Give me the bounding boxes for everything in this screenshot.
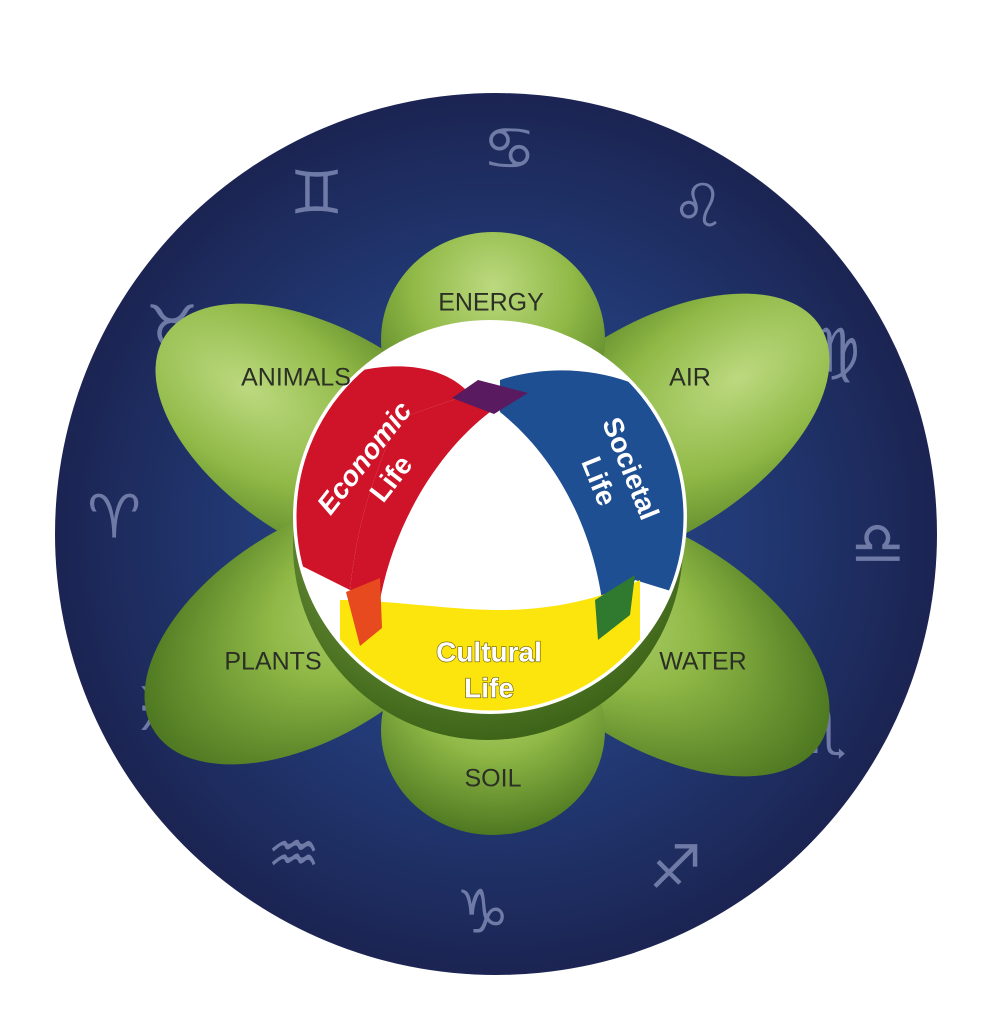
label-energy: ENERGY — [438, 289, 544, 317]
libra-icon: ♎ — [851, 509, 905, 579]
label-animals: ANIMALS — [241, 364, 351, 392]
spheres-of-life — [295, 366, 685, 712]
cultural-label-line1: Cultural — [436, 636, 542, 667]
economic-life-band — [350, 394, 490, 600]
gemini-icon: ♊ — [290, 158, 344, 228]
cancer-icon: ♋ — [482, 114, 536, 184]
cultural-life-band — [340, 580, 640, 712]
aquarius-icon: ♒ — [267, 820, 321, 890]
label-air: AIR — [669, 364, 711, 392]
label-water: WATER — [659, 648, 747, 676]
center-rim — [293, 320, 687, 714]
aries-icon: ♈ — [87, 482, 141, 552]
label-soil: SOIL — [465, 765, 522, 793]
leo-icon: ♌ — [672, 172, 726, 242]
economic-life-band-outer — [295, 366, 470, 590]
capricorn-icon: ♑ — [456, 877, 510, 947]
cultural-label-line2: Life — [464, 672, 514, 703]
societal-life-band — [500, 370, 685, 630]
sagittarius-icon: ♐ — [648, 833, 702, 903]
overlap-economic-cultural — [346, 578, 382, 646]
overlap-economic-societal — [452, 380, 528, 414]
cultural-life-label: Cultural Life — [436, 636, 543, 704]
label-plants: PLANTS — [224, 648, 321, 676]
overlap-societal-cultural — [595, 575, 635, 640]
